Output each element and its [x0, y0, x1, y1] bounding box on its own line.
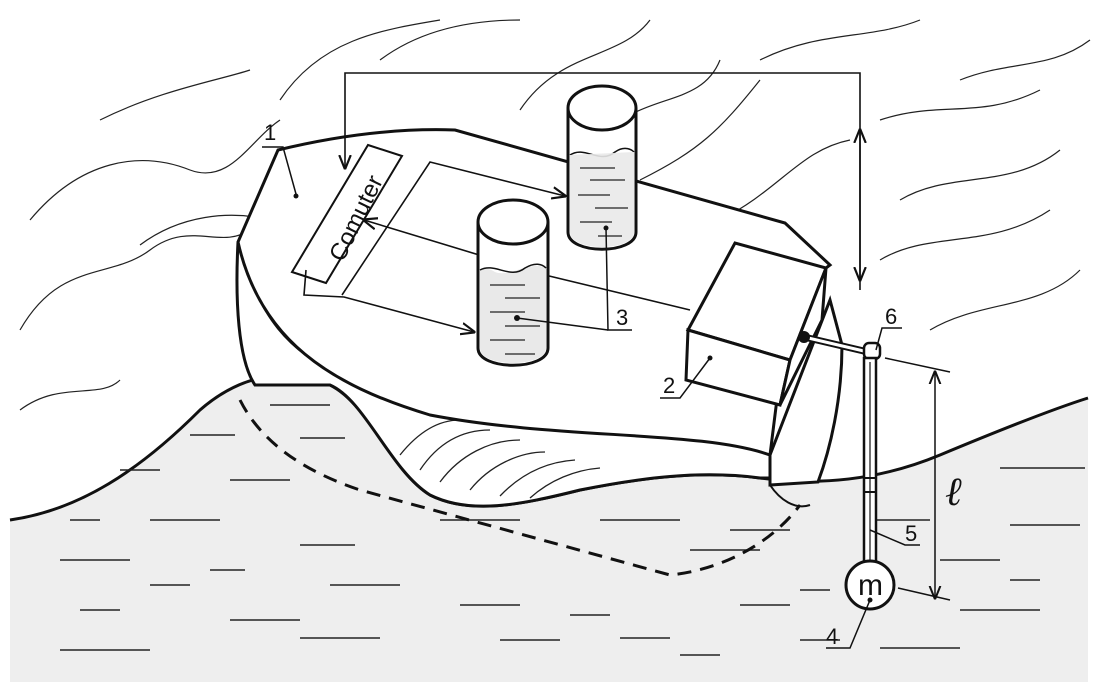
hull-wave-contours: [399, 419, 601, 499]
cylinder-rear: [566, 84, 638, 251]
callout-leaders: [262, 146, 920, 649]
sky-wave-lines: [19, 19, 1091, 411]
length-label: ℓ: [945, 469, 962, 514]
callout-6: 6: [885, 304, 897, 329]
mass-label: m: [858, 569, 883, 602]
callout-5: 5: [905, 521, 917, 546]
callout-3: 3: [616, 305, 628, 330]
callout-4: 4: [826, 624, 838, 649]
water-hatch-lines: [60, 404, 1085, 656]
callout-1: 1: [264, 120, 276, 145]
pendulum-mass: m: [844, 559, 896, 611]
callout-2: 2: [663, 373, 675, 398]
hull-underwater-outline: [238, 399, 802, 577]
hull-waterline-rear: [769, 484, 811, 508]
cylinder-front: [476, 198, 550, 367]
length-dimension: [884, 357, 951, 601]
water-body: [10, 374, 1088, 682]
